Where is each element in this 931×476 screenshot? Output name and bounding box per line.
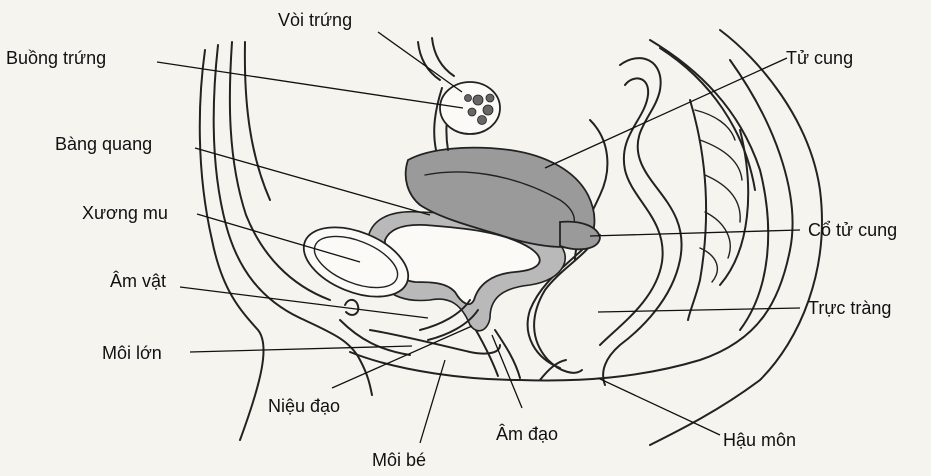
label-voi-trung: Vòi trứng — [278, 10, 352, 30]
label-hau-mon: Hậu môn — [723, 430, 796, 450]
label-am-dao: Âm đạo — [496, 424, 558, 444]
label-am-vat: Âm vật — [110, 271, 166, 291]
label-moi-lon: Môi lớn — [102, 343, 162, 363]
sacrum-vertebrae — [688, 100, 748, 320]
label-xuong-mu: Xương mu — [82, 203, 168, 223]
label-nieu-dao: Niệu đạo — [268, 396, 340, 416]
label-moi-be: Môi bé — [372, 450, 426, 470]
labia-majora — [340, 320, 410, 355]
label-truc-trang: Trực tràng — [808, 298, 891, 318]
label-co-tu-cung: Cổ tử cung — [808, 220, 897, 240]
label-bang-quang: Bàng quang — [55, 134, 152, 154]
label-tu-cung: Tử cung — [786, 48, 853, 68]
label-buong-trung: Buồng trứng — [6, 48, 106, 68]
